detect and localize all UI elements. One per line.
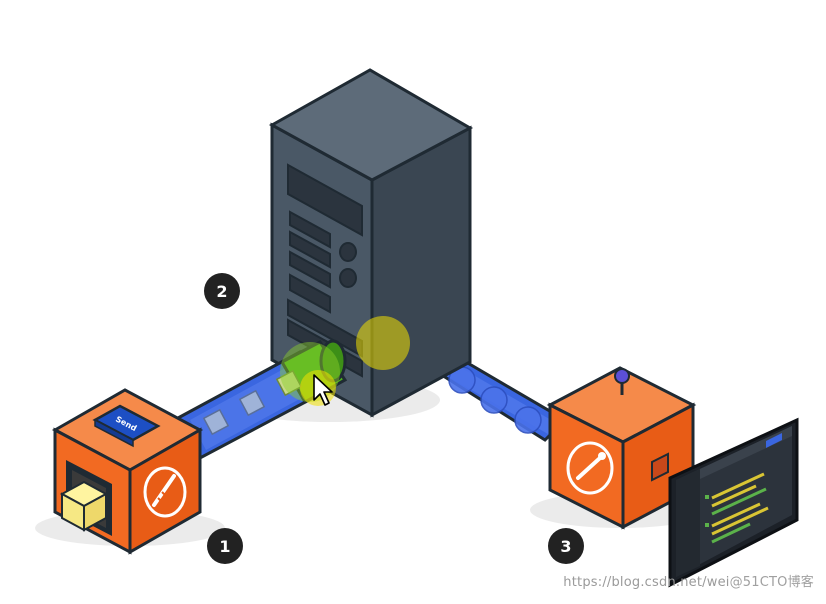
server-display [287,163,363,237]
step-badge-3: 3 [548,528,584,564]
message-ball [514,406,542,434]
watermark-url: https://blog.csdn.net/wei [563,575,730,590]
mouse-cursor-icon [313,374,333,406]
message-ball [480,386,508,414]
server-slot [289,250,331,289]
message-cube [238,389,266,417]
step-number-1: 1 [219,537,230,556]
message-cube [202,408,230,436]
server-slot [289,210,331,249]
receiver-box [546,366,697,530]
sender-box: Send [51,388,204,555]
postman-rocket-icon [143,466,187,518]
receiver-rocket-icon [566,441,614,495]
server-button-icon [339,268,357,288]
console-output [705,472,769,544]
send-button[interactable]: Send [92,404,161,448]
watermark-brand: @51CTO博客 [729,575,814,590]
server-button-icon [339,242,357,262]
step-badge-1: 1 [207,528,243,564]
message-cube [275,369,303,397]
server-tower [268,68,474,418]
step-number-3: 3 [560,537,571,556]
watermark: https://blog.csdn.net/wei@51CTO博客 [563,571,814,590]
console-monitor [668,417,799,588]
step-number-2: 2 [216,282,227,301]
data-cube [59,480,109,532]
antenna-knob-icon [614,368,630,384]
server-slot [289,230,331,269]
receiver-port [651,452,669,482]
step-badge-2: 2 [204,273,240,309]
server-slot [289,273,331,314]
click-highlight [356,316,410,370]
